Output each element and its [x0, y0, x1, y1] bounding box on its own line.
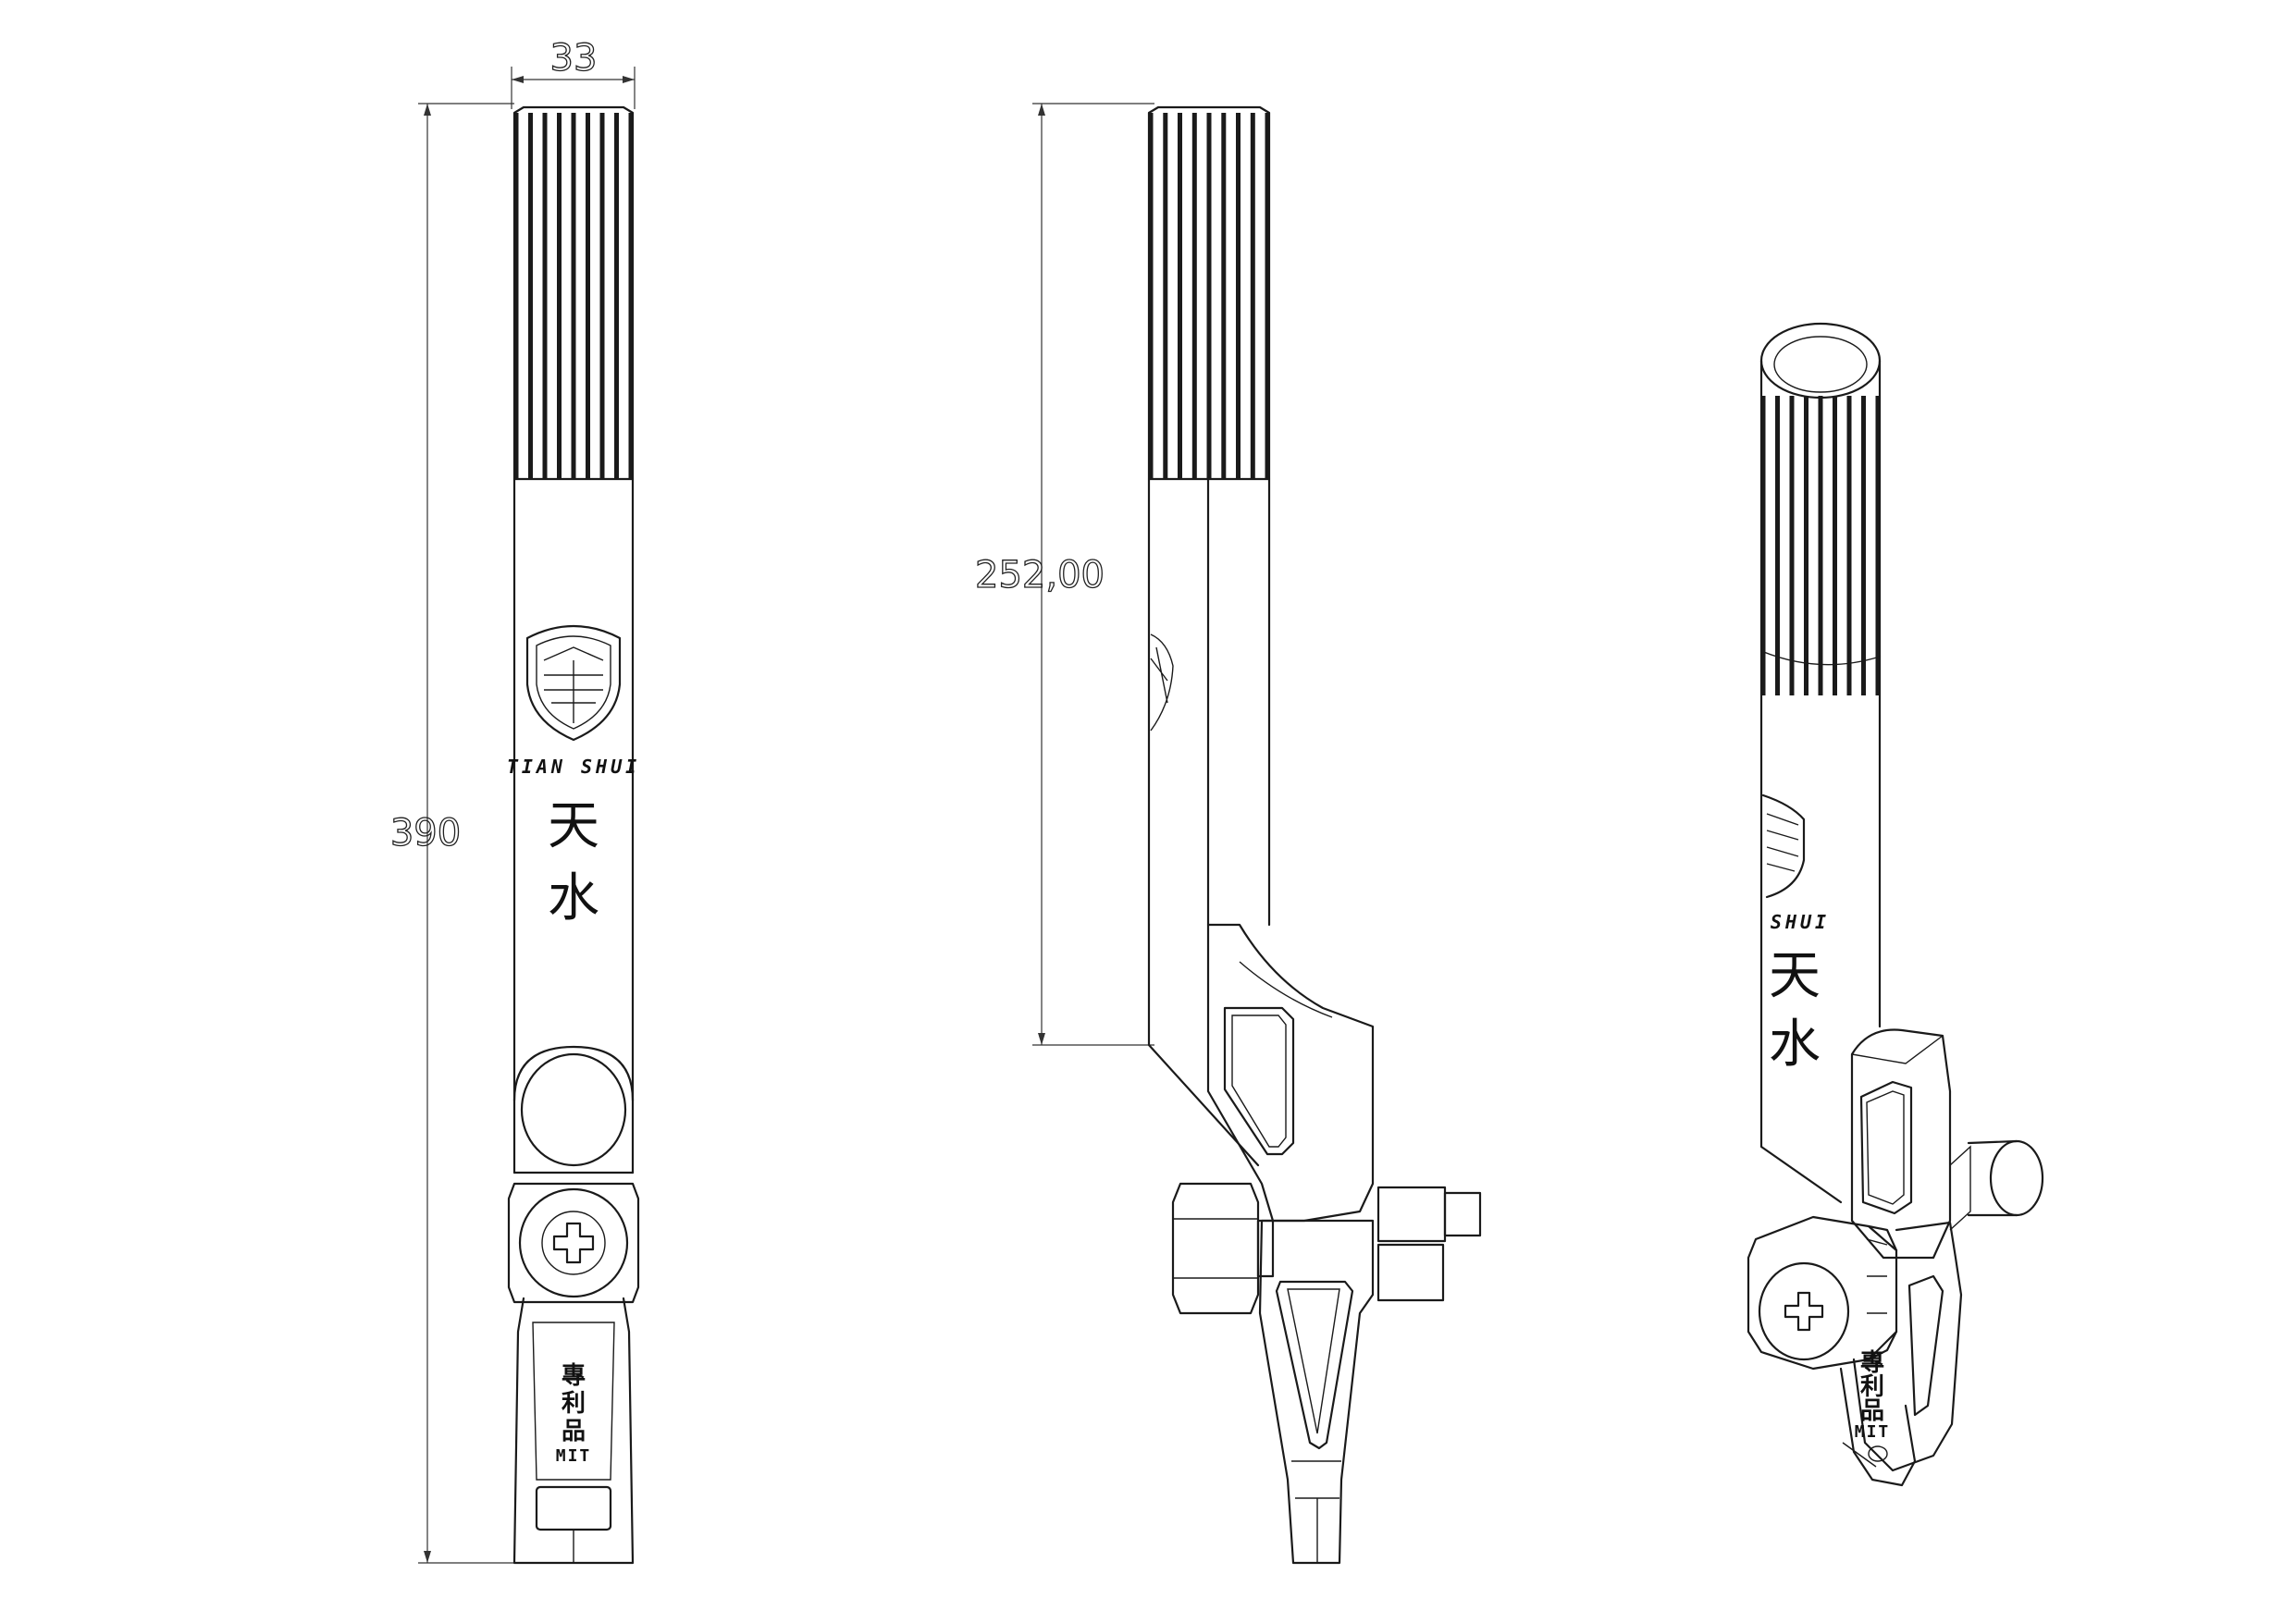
width-label: 33 — [550, 37, 598, 80]
iso-hex-nut — [1747, 1215, 1898, 1371]
port-opening — [512, 1045, 635, 1174]
shaft — [512, 477, 635, 1174]
side-height-label: 252,00 — [975, 554, 1105, 596]
grip-rib — [542, 113, 548, 479]
iso-grip-rib — [1846, 396, 1852, 695]
isometric-view: SHUI 天 水 — [1747, 322, 2044, 1487]
grip-rib — [513, 113, 519, 479]
brand-cjk-2: 水 — [548, 868, 599, 928]
grip-rib — [571, 113, 576, 479]
iso-grip-rib — [1861, 396, 1866, 695]
side-grip-rib — [1250, 113, 1255, 479]
iso-tang — [1839, 1221, 1963, 1487]
iso-brand-name: SHUI — [1771, 911, 1830, 933]
side-view: 252,00 — [974, 103, 1482, 1565]
iso-grip-rib — [1833, 396, 1837, 695]
side-shield-icon — [1150, 633, 1174, 732]
side-grip-rib — [1265, 113, 1270, 479]
side-shaft — [1147, 477, 1271, 1167]
side-tang — [1258, 1219, 1375, 1565]
iso-grip-rib — [1818, 396, 1823, 695]
side-height-dimension: 252,00 — [974, 103, 1154, 1046]
grip-rib — [557, 113, 562, 479]
iso-patent-line-1: 專 — [1860, 1349, 1884, 1377]
screw-cross-icon — [552, 1222, 595, 1264]
iso-grip — [1759, 322, 1882, 695]
side-stem — [1376, 1186, 1482, 1302]
iso-grip-rib — [1789, 396, 1795, 695]
front-view: 33 390 TIAN SHUI 天 水 — [389, 36, 640, 1565]
patent-code: MIT — [556, 1446, 592, 1466]
iso-grip-rib — [1775, 396, 1780, 695]
shield-icon — [525, 625, 622, 742]
iso-brand-cjk-2: 水 — [1769, 1014, 1821, 1075]
iso-body — [1850, 1028, 1952, 1260]
iso-screw-cross-icon — [1784, 1291, 1824, 1332]
iso-brand-cjk-1: 天 — [1769, 946, 1821, 1006]
side-grip-rib — [1148, 113, 1154, 479]
grip-rib — [614, 113, 619, 479]
brand-cjk-1: 天 — [548, 796, 599, 856]
grip-rib — [628, 113, 634, 479]
brand-name: TIAN SHUI — [507, 756, 640, 778]
iso-shaft — [1759, 649, 1882, 1204]
side-grip — [1147, 105, 1271, 481]
side-grip-rib — [1163, 113, 1168, 479]
iso-grip-rib — [1875, 396, 1881, 695]
patent-line-3: 品 — [562, 1418, 586, 1445]
side-grip-rib — [1221, 113, 1227, 479]
patent-line-2: 利 — [562, 1390, 586, 1418]
patent-line-1: 專 — [562, 1362, 586, 1390]
side-body — [1206, 923, 1375, 1223]
side-grip-rib — [1206, 113, 1212, 479]
side-grip-rib — [1236, 113, 1241, 479]
side-hex-nut — [1171, 1182, 1275, 1315]
side-grip-rib — [1191, 113, 1197, 479]
grip-rib — [586, 113, 590, 479]
iso-shield-icon — [1761, 793, 1806, 899]
hex-nut — [507, 1182, 640, 1304]
side-grip-rib — [1178, 113, 1182, 479]
height-dimension: 390 — [389, 103, 514, 1564]
grip-rib — [528, 113, 533, 479]
iso-grip-rib — [1804, 396, 1808, 695]
grip — [512, 105, 635, 481]
height-label: 390 — [390, 812, 461, 855]
lower-body — [512, 1297, 635, 1565]
iso-port — [1949, 1139, 2044, 1231]
width-dimension: 33 — [511, 36, 636, 109]
iso-patent-line-3: 品 — [1860, 1397, 1884, 1425]
grip-rib — [599, 113, 605, 479]
iso-grip-rib — [1760, 396, 1766, 695]
iso-patent-code: MIT — [1855, 1422, 1891, 1442]
iso-patent-line-2: 利 — [1860, 1373, 1884, 1401]
